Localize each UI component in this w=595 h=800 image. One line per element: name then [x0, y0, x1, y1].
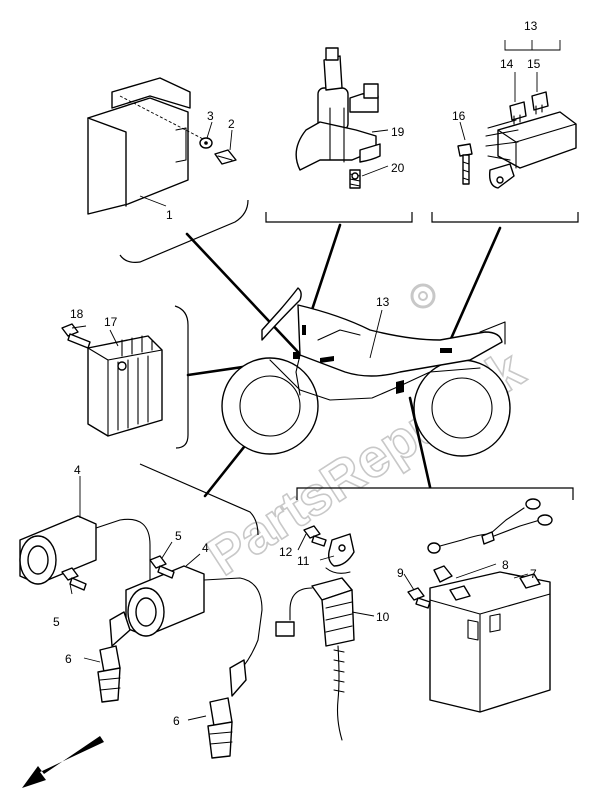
cdi-unit — [87, 77, 206, 215]
callout-12: 12 — [279, 545, 293, 559]
neutral-switch — [275, 577, 355, 741]
callout-14: 14 — [500, 57, 514, 71]
callout-4-right: 4 — [202, 541, 209, 555]
plug-cap-left — [97, 611, 131, 703]
callout-11: 11 — [297, 554, 310, 568]
callout-6-right: 6 — [173, 714, 180, 728]
callout-6-left: 6 — [65, 652, 72, 666]
bracket-11 — [325, 533, 355, 574]
bolt-9 — [407, 587, 431, 609]
callout-leaders — [69, 40, 561, 721]
bolt-5-right — [149, 555, 175, 579]
callout-13-top: 13 — [524, 19, 538, 33]
ignition-coil-left — [19, 515, 151, 613]
fuse-box — [485, 111, 577, 189]
callout-3: 3 — [207, 109, 214, 123]
callout-17: 17 — [104, 315, 118, 329]
callout-8: 8 — [502, 558, 509, 572]
callout-10: 10 — [376, 610, 390, 624]
bolt-12 — [303, 525, 327, 547]
callout-13-mid: 13 — [376, 295, 390, 309]
bolt-5-left — [61, 567, 87, 591]
callout-numbers: 1 2 3 19 20 13 14 15 16 13 17 18 4 4 5 5… — [53, 19, 541, 728]
rectifier-regulator — [87, 335, 163, 437]
callout-5-left: 5 — [53, 615, 60, 629]
callout-7: 7 — [530, 567, 537, 581]
screw-20 — [349, 169, 361, 189]
fuse-14 — [509, 101, 527, 125]
battery-leads — [427, 498, 553, 583]
callout-9: 9 — [397, 566, 404, 580]
callout-2: 2 — [228, 117, 235, 131]
bolt-18 — [61, 323, 91, 349]
callout-4-left: 4 — [74, 463, 81, 477]
plug-cap-right — [207, 659, 247, 759]
fuse-15 — [531, 91, 549, 115]
battery — [429, 571, 551, 713]
callout-1: 1 — [166, 208, 173, 222]
callout-16: 16 — [452, 109, 466, 123]
ignition-coil-right — [125, 565, 263, 671]
callout-15: 15 — [527, 57, 541, 71]
section-brackets — [119, 199, 579, 536]
callout-19: 19 — [391, 125, 405, 139]
main-switch — [295, 47, 381, 171]
callout-20: 20 — [391, 161, 405, 175]
callout-5-right: 5 — [175, 529, 182, 543]
motorcycle-outline — [221, 287, 511, 457]
gear-watermark-icon — [410, 283, 436, 309]
bolt-16 — [457, 143, 473, 185]
bolt-2 — [214, 149, 237, 165]
washer-3 — [199, 137, 213, 149]
front-direction-arrow-icon — [22, 736, 104, 788]
callout-18: 18 — [70, 307, 84, 321]
